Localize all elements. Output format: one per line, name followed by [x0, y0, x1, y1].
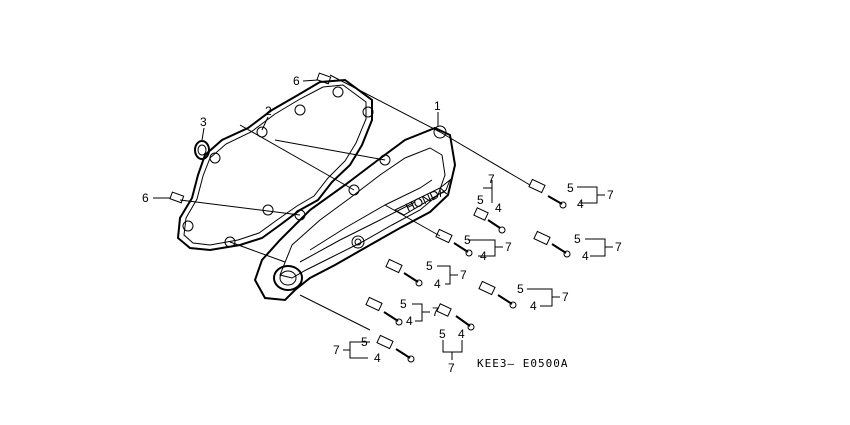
- part-labels: 1 2 3 6 6 5 4 7 7 5 4 5 4 7 5 4 7 5 4 7 …: [142, 74, 622, 375]
- label-c-7: 7: [505, 240, 512, 254]
- bolt-set-g: [365, 296, 403, 326]
- bolt-set-b: [473, 207, 506, 234]
- label-h-5: 5: [439, 327, 446, 341]
- label-d-5: 5: [574, 232, 581, 246]
- label-d-4: 4: [582, 249, 589, 263]
- label-d-7: 7: [615, 240, 622, 254]
- label-e-4: 4: [434, 277, 441, 291]
- bolt-set-c: [435, 228, 473, 257]
- label-c-5: 5: [464, 233, 471, 247]
- o-ring: [194, 140, 210, 160]
- label-part-2: 2: [265, 104, 272, 118]
- label-a-4: 4: [577, 197, 584, 211]
- label-b-7: 7: [488, 172, 495, 186]
- bolt-set-a: [528, 178, 567, 209]
- label-f-7: 7: [562, 290, 569, 304]
- label-b-4: 4: [495, 201, 502, 215]
- leader-lines: [153, 79, 613, 360]
- label-g-5: 5: [400, 297, 407, 311]
- label-i-4: 4: [374, 351, 381, 365]
- bolt-set-h: [436, 303, 475, 331]
- bolt-set-d: [533, 230, 571, 258]
- label-part-6-top: 6: [293, 74, 300, 88]
- label-h-4: 4: [458, 327, 465, 341]
- label-b-5: 5: [477, 193, 484, 207]
- label-f-5: 5: [517, 282, 524, 296]
- label-a-5: 5: [567, 181, 574, 195]
- label-h-7: 7: [448, 361, 455, 375]
- label-c-4: 4: [480, 249, 487, 263]
- label-f-4: 4: [530, 299, 537, 313]
- diagram-code: KEE3— E0500A: [477, 357, 568, 370]
- bolt-set-e: [385, 258, 423, 287]
- label-part-6-left: 6: [142, 191, 149, 205]
- dowel-pin-left: [169, 191, 185, 204]
- gasket: [176, 78, 374, 252]
- bolt-set-f: [478, 280, 517, 309]
- label-part-1: 1: [434, 99, 441, 113]
- label-i-5: 5: [361, 335, 368, 349]
- explode-lines: [179, 74, 531, 331]
- label-e-5: 5: [426, 259, 433, 273]
- label-g-4: 4: [406, 314, 413, 328]
- label-part-3: 3: [200, 115, 207, 129]
- label-a-7: 7: [607, 188, 614, 202]
- dowel-pin-top: [316, 72, 332, 85]
- bolt-set-i: [376, 334, 415, 363]
- cover-brand-text: HONDA: [403, 184, 448, 215]
- label-g-7: 7: [432, 305, 439, 319]
- label-e-7: 7: [460, 268, 467, 282]
- label-i-7: 7: [333, 343, 340, 357]
